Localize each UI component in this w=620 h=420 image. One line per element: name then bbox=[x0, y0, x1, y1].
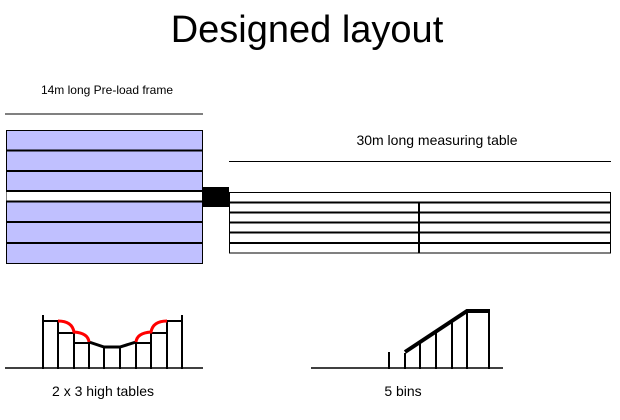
high-tables-label: 2 x 3 high tables bbox=[52, 383, 154, 399]
preload-frame bbox=[6, 130, 203, 264]
connector-block bbox=[202, 187, 229, 207]
table-curve-highlight bbox=[57, 319, 168, 343]
bins-label: 5 bins bbox=[384, 383, 421, 399]
high-tables-side-view bbox=[5, 315, 203, 369]
bins-side-view bbox=[311, 309, 503, 369]
preload-frame-label: 14m long Pre-load frame bbox=[41, 83, 173, 97]
measuring-table-label: 30m long measuring table bbox=[356, 132, 517, 148]
page-title: Designed layout bbox=[171, 9, 444, 51]
measuring-table bbox=[229, 192, 611, 254]
